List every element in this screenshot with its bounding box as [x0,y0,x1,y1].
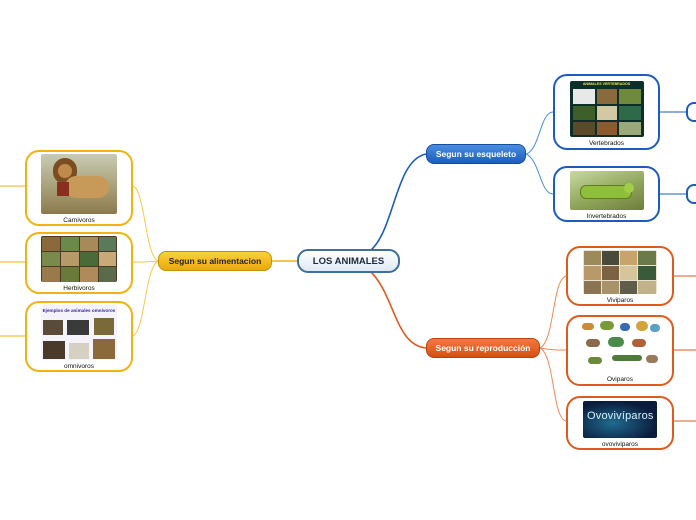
branch-segun-su-reproduccion[interactable]: Segun su reproducción [426,338,540,358]
carnivoros-caption: Carnivoros [63,217,95,224]
herbivoros-caption: Herbivoros [63,285,95,292]
card-ovoviviparos[interactable]: Ovovivíparos ovoviviparos [566,396,674,450]
branch-segun-su-esqueleto[interactable]: Segun su esqueleto [426,144,526,164]
omnivoros-image: Ejemplos de animales omnívoros [41,305,117,360]
invertebrados-caption: Invertebrados [586,213,627,220]
branch-label: Segun su esqueleto [435,149,517,159]
branch-label: Segun su alimentacion [168,256,262,266]
invertebrados-image [569,171,644,210]
card-vertebrados[interactable]: ANIMALES VERTEBRADOS Vertebrados [553,74,660,150]
omnivoros-caption: omnivoros [64,363,94,370]
stub-invertebrados-child[interactable] [686,184,696,204]
card-viviparos[interactable]: Viviparos [566,246,674,306]
stub-vertebrados-child[interactable] [686,102,696,122]
ovoviviparos-banner: Ovovivíparos [587,410,654,422]
viviparos-caption: Viviparos [606,297,634,304]
central-topic[interactable]: LOS ANIMALES [297,249,400,273]
vertebrados-image: ANIMALES VERTEBRADOS [569,81,644,137]
branch-label: Segun su reproducción [435,343,531,353]
card-carnivoros[interactable]: Carnivoros [25,150,133,226]
viviparos-image [583,250,657,294]
omnivoros-banner: Ejemplos de animales omnívoros [42,308,116,313]
card-omnivoros[interactable]: Ejemplos de animales omnívoros omnivoros [25,301,133,372]
central-topic-label: LOS ANIMALES [312,255,385,267]
card-invertebrados[interactable]: Invertebrados [553,166,660,222]
vertebrados-caption: Vertebrados [588,140,625,147]
vertebrados-banner: ANIMALES VERTEBRADOS [582,82,631,86]
ovoviviparos-image: Ovovivíparos [583,401,657,438]
carnivoros-image [41,154,117,214]
card-herbivoros[interactable]: Herbivoros [25,232,133,294]
herbivoros-image [41,236,117,282]
oviparos-image [578,319,662,373]
ovoviviparos-caption: ovoviviparos [601,441,639,448]
branch-segun-su-alimentacion[interactable]: Segun su alimentacion [158,251,272,271]
oviparos-caption: Oviparos [606,376,633,383]
card-oviparos[interactable]: Oviparos [566,315,674,386]
